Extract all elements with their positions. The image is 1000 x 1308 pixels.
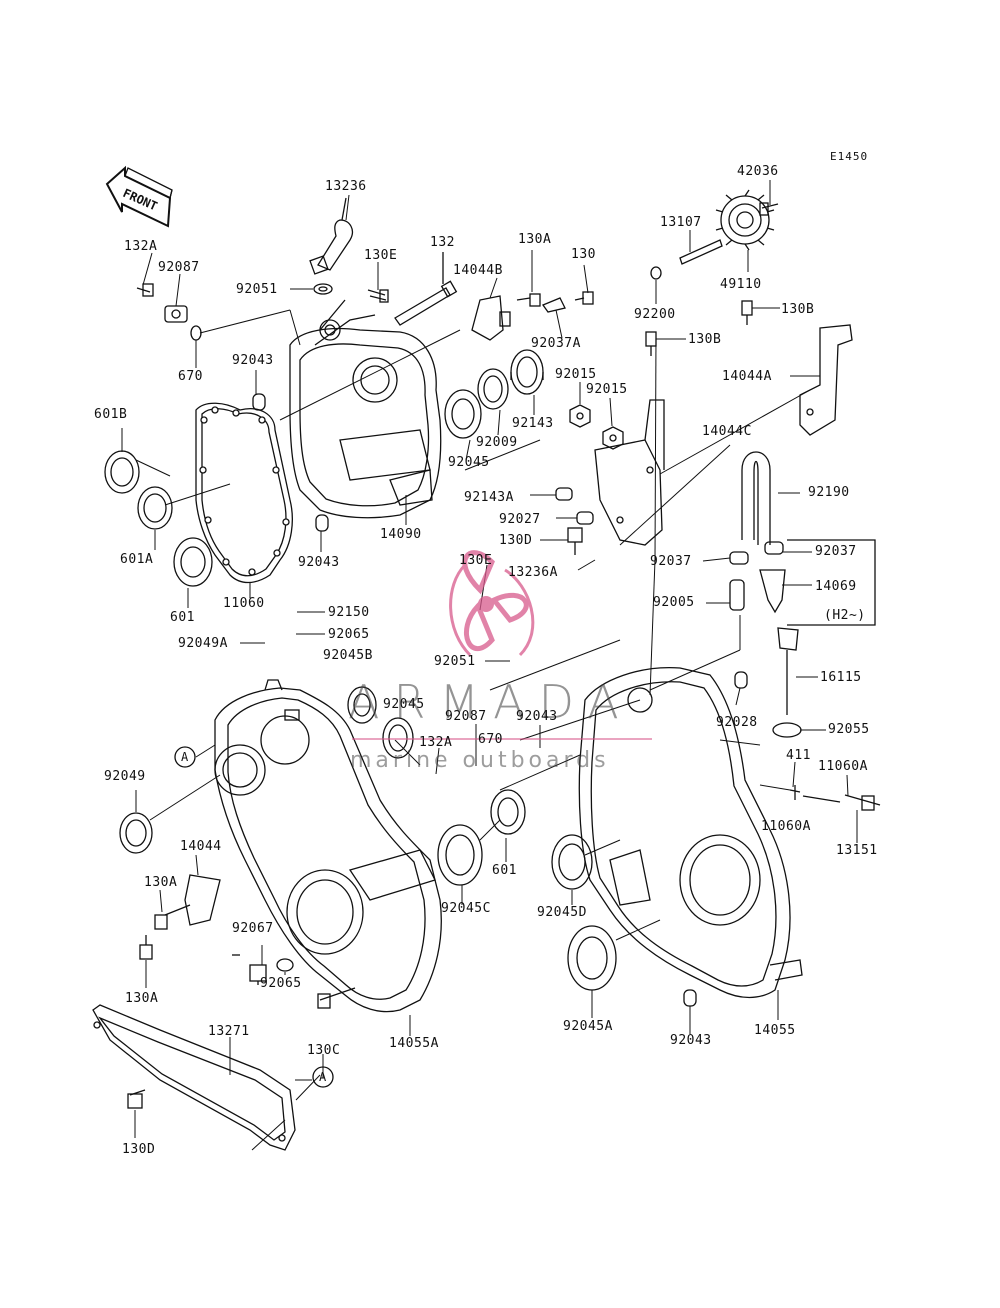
part-label: 11060A: [818, 759, 868, 774]
part-label: 601B: [94, 407, 128, 422]
part-label: 14044B: [453, 263, 503, 278]
crankcase-14055: [578, 666, 791, 999]
watermark-title: ARMADA: [348, 675, 633, 729]
part-label: 92037: [815, 544, 857, 559]
part-label: 92028: [716, 715, 758, 730]
part-label: 92045: [448, 455, 490, 470]
part-label: 92065: [328, 627, 370, 642]
part-label: 92143A: [464, 490, 514, 505]
part-label: 92027: [499, 512, 541, 527]
part-label: 92045: [383, 697, 425, 712]
front-arrow-icon: FRONT: [105, 165, 173, 228]
part-label: 92150: [328, 605, 370, 620]
part-label: 92043: [670, 1033, 712, 1048]
part-label: 92043: [516, 709, 558, 724]
part-label: 601: [492, 863, 517, 878]
gasket-11060: [195, 402, 293, 584]
part-label: 92049: [104, 769, 146, 784]
part-label: 92067: [232, 921, 274, 936]
part-label: 92015: [555, 367, 597, 382]
part-label: 13271: [208, 1024, 250, 1039]
part-label: 92045B: [323, 648, 373, 663]
part-label: 92043: [232, 353, 274, 368]
part-label: 92045D: [537, 905, 587, 920]
watermark-divider: [352, 738, 652, 740]
cover-14090: [289, 327, 442, 519]
bearing-92009: [477, 368, 509, 410]
part-label: 92051: [236, 282, 278, 297]
part-label: 92049A: [178, 636, 228, 651]
part-label: 14044: [180, 839, 222, 854]
part-label: 601: [170, 610, 195, 625]
part-label: 16115: [820, 670, 862, 685]
part-label: 130C: [307, 1043, 341, 1058]
gasket-13271: [92, 1004, 296, 1151]
part-label: 13236A: [508, 565, 558, 580]
part-label: 92043: [298, 555, 340, 570]
part-label: 411: [786, 748, 811, 763]
part-label: 92055: [828, 722, 870, 737]
part-label: 92045A: [563, 1019, 613, 1034]
part-label: 49110: [720, 277, 762, 292]
part-label: 14044C: [702, 424, 752, 439]
part-label: 130B: [688, 332, 722, 347]
part-label: 14055: [754, 1023, 796, 1038]
part-label: 13236: [325, 179, 367, 194]
bearing-601: [173, 537, 213, 587]
part-label: 92005: [653, 595, 695, 610]
part-label: 601A: [120, 552, 154, 567]
part-label: 11060A: [761, 819, 811, 834]
part-label: 130A: [125, 991, 159, 1006]
bearing-601B: [104, 450, 140, 494]
part-label: 92087: [158, 260, 200, 275]
part-label: 92037: [650, 554, 692, 569]
seal-92049: [119, 812, 153, 854]
part-label: 132A: [419, 735, 453, 750]
part-label: 42036: [737, 164, 779, 179]
part-label: 14090: [380, 527, 422, 542]
watermark-logo-icon: [449, 550, 535, 657]
part-label: 92065: [260, 976, 302, 991]
part-label: 92190: [808, 485, 850, 500]
part-label: 13151: [836, 843, 878, 858]
ref-marker-a-2: A: [319, 1070, 327, 1084]
bearing-601A: [137, 486, 173, 530]
part-label: 130B: [781, 302, 815, 317]
part-label: 92143: [512, 416, 554, 431]
part-label: 92037A: [531, 336, 581, 351]
part-label: 130D: [499, 533, 533, 548]
part-label: 14044A: [722, 369, 772, 384]
watermark-subtitle: marine outboards: [350, 748, 610, 773]
ref-marker-a-1: A: [181, 750, 189, 764]
part-label: 92200: [634, 307, 676, 322]
part-label: 92009: [476, 435, 518, 450]
part-label: 130D: [122, 1142, 156, 1157]
seal-92143: [510, 349, 544, 395]
part-label: 670: [178, 369, 203, 384]
part-label: 11060: [223, 596, 265, 611]
part-label: 92051: [434, 654, 476, 669]
part-label: 130A: [144, 875, 178, 890]
part-label: 92015: [586, 382, 628, 397]
part-label: 130A: [518, 232, 552, 247]
part-label: 14069: [815, 579, 857, 594]
crankcase-14055A: [214, 687, 442, 1013]
part-label: 130: [571, 247, 596, 262]
part-label: 92045C: [441, 901, 491, 916]
diagram-code: E1450: [830, 150, 869, 163]
model-note: (H2~): [824, 608, 866, 623]
part-label: 132A: [124, 239, 158, 254]
part-label: 14055A: [389, 1036, 439, 1051]
part-label: 13107: [660, 215, 702, 230]
part-label: 132: [430, 235, 455, 250]
part-label: 130E: [459, 553, 493, 568]
part-label: 92087: [445, 709, 487, 724]
bearing-92045: [444, 389, 482, 439]
part-label: 670: [478, 732, 503, 747]
part-label: 130E: [364, 248, 398, 263]
